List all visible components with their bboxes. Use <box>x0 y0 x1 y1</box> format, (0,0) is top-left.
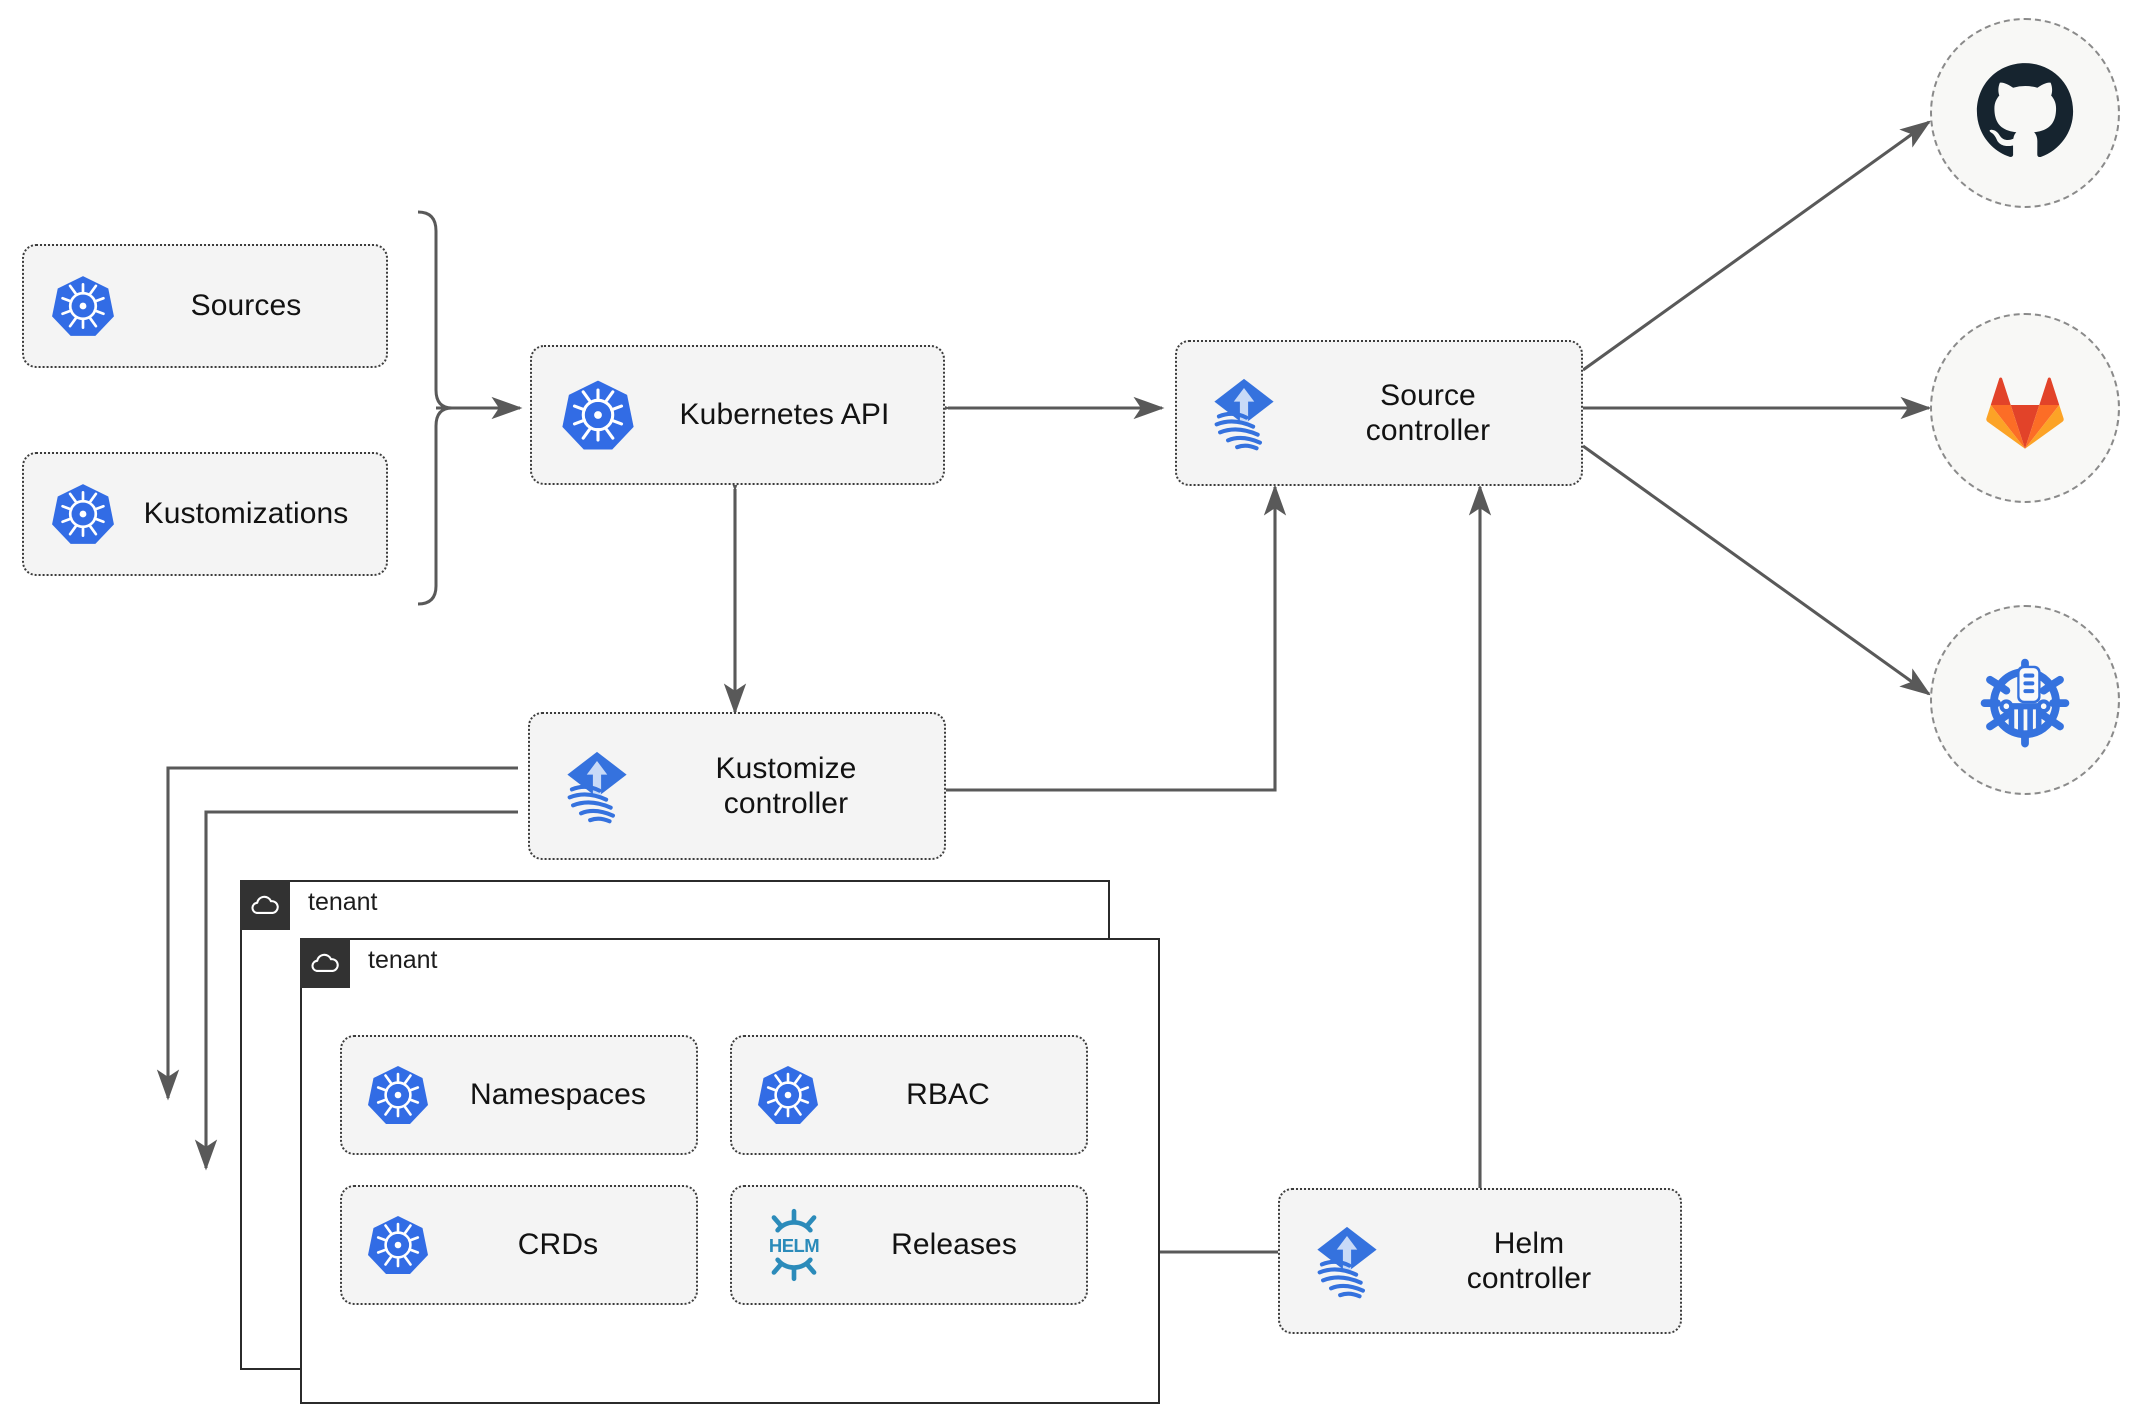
node-helm-controller[interactable]: Helm controller <box>1278 1188 1682 1334</box>
helm-repository-icon <box>1980 658 2070 748</box>
github-icon <box>1976 63 2074 158</box>
cloud-icon <box>311 953 339 972</box>
repo-gitlab[interactable] <box>1930 313 2120 503</box>
helm-icon: HELM <box>756 1207 832 1283</box>
node-label: CRDs <box>517 1228 599 1262</box>
edge-source-to-github <box>1582 120 1932 372</box>
node-label: Kubernetes API <box>679 398 890 432</box>
node-rbac[interactable]: RBAC <box>730 1035 1088 1155</box>
node-kustomizations[interactable]: Kustomizations <box>22 452 388 576</box>
tenant-tab-outer <box>239 879 290 930</box>
tenant-label-inner: tenant <box>368 946 438 974</box>
node-label: Helm controller <box>1466 1226 1592 1295</box>
gitlab-icon <box>1986 377 2064 449</box>
repo-helm-repository[interactable] <box>1930 605 2120 795</box>
tenant-label-outer: tenant <box>308 888 378 916</box>
node-label: Kustomizations <box>143 497 349 531</box>
repo-github[interactable] <box>1930 18 2120 208</box>
kubernetes-icon <box>756 1063 820 1127</box>
node-source-controller[interactable]: Source controller <box>1175 340 1583 486</box>
tenant-tab-inner <box>299 937 350 988</box>
node-kubernetes-api[interactable]: Kubernetes API <box>530 345 945 485</box>
flux-icon <box>1203 372 1285 454</box>
edge-kustomize-to-source <box>946 484 1287 792</box>
svg-text:HELM: HELM <box>769 1235 819 1256</box>
kubernetes-icon <box>50 481 116 547</box>
node-label: RBAC <box>906 1078 990 1112</box>
kubernetes-icon <box>50 273 116 339</box>
group-brace <box>417 210 453 606</box>
node-kustomize-controller[interactable]: Kustomize controller <box>528 712 946 860</box>
tenant-frame-inner[interactable]: tenant <box>299 937 1160 1404</box>
node-sources[interactable]: Sources <box>22 244 388 368</box>
kubernetes-icon <box>366 1213 430 1277</box>
node-label: Sources <box>190 289 302 323</box>
node-label: Kustomize controller <box>715 751 857 820</box>
edge-source-to-helmrepo <box>1582 444 1932 696</box>
kubernetes-icon <box>366 1063 430 1127</box>
node-label: Namespaces <box>469 1078 647 1112</box>
node-label: Releases <box>891 1228 1017 1262</box>
node-label: Source controller <box>1365 378 1491 447</box>
flux-icon <box>556 745 638 827</box>
flux-icon <box>1306 1220 1388 1302</box>
kubernetes-icon <box>560 377 636 453</box>
cloud-icon <box>251 895 279 914</box>
node-releases[interactable]: HELM Releases <box>730 1185 1088 1305</box>
node-crds[interactable]: CRDs <box>340 1185 698 1305</box>
node-namespaces[interactable]: Namespaces <box>340 1035 698 1155</box>
